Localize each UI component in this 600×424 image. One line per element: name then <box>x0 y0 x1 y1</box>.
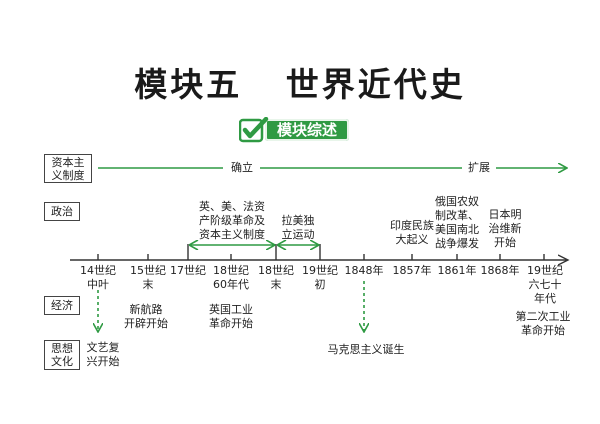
timeline-ticks <box>97 244 545 260</box>
capitalism-expansion-label: 扩展 <box>468 161 490 174</box>
timeline-label-1848: 1848年 <box>344 264 384 277</box>
row-label-economy: 经济 <box>44 296 80 315</box>
check-icon <box>238 116 269 143</box>
politics-event-india: 印度民族 大起义 <box>390 219 434 246</box>
politics-event-japan: 日本明 治维新 开始 <box>488 208 522 249</box>
badge-label: 模块综述 <box>265 119 350 141</box>
timeline-label-1868: 1868年 <box>480 264 520 277</box>
economy-event-industrial-revolution: 英国工业 革命开始 <box>209 303 253 330</box>
timeline-label-19th-early: 19世纪 初 <box>302 264 338 291</box>
timeline-label-1857: 1857年 <box>392 264 432 277</box>
timeline-label-19th-6070s: 19世纪 六七十 年代 <box>527 264 563 305</box>
page-title: 模块五 世界近代史 <box>134 65 466 104</box>
capitalism-established-label: 确立 <box>231 161 253 174</box>
timeline-label-17th: 17世纪 <box>170 264 206 277</box>
module-badge: 模块综述 <box>238 116 350 143</box>
timeline-label-18th-end: 18世纪 末 <box>258 264 294 291</box>
politics-event-russia-us: 俄国农奴 制改革、 美国南北 战争爆发 <box>435 195 479 250</box>
culture-event-marxism: 马克思主义诞生 <box>327 343 405 356</box>
timeline-label-18th-60s: 18世纪 60年代 <box>213 264 249 291</box>
row-label-capitalism: 资本主 义制度 <box>44 154 92 183</box>
timeline-label-1861: 1861年 <box>437 264 477 277</box>
culture-event-renaissance: 文艺复 兴开始 <box>86 341 120 368</box>
politics-event-latin-america: 拉美独 立运动 <box>281 214 315 241</box>
timeline-label-14th-mid: 14世纪 中叶 <box>80 264 116 291</box>
row-label-thought-culture: 思想 文化 <box>44 340 80 370</box>
economy-event-new-route: 新航路 开辟开始 <box>124 303 168 330</box>
politics-event-revolution: 英、美、法资 产阶级革命及 资本主义制度 <box>199 200 265 241</box>
row-label-politics: 政治 <box>44 202 80 221</box>
timeline-label-15th-end: 15世纪 末 <box>130 264 166 291</box>
economy-event-second-industrial-revolution: 第二次工业 革命开始 <box>515 310 571 337</box>
